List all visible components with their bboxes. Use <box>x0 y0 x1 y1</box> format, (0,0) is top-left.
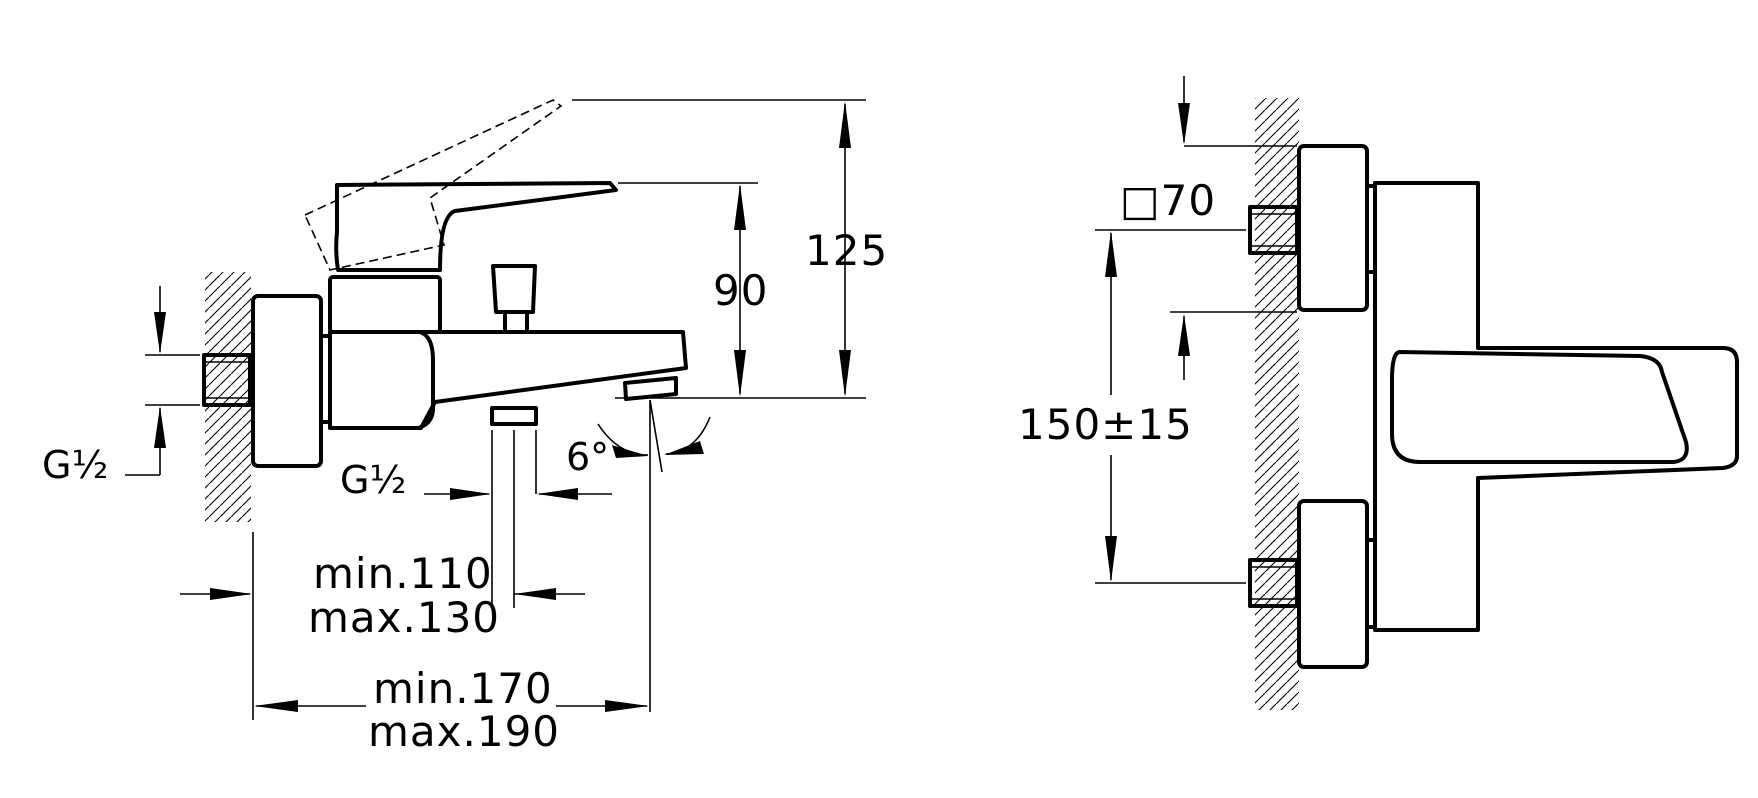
rosette-lower <box>1297 499 1369 669</box>
rosette-side <box>251 294 323 468</box>
outlet-nipple <box>490 406 538 426</box>
front-view: □70 150±15 <box>1018 76 1739 710</box>
dim-height-spout: 90 <box>713 266 768 315</box>
rosette-size-label: □70 <box>1120 176 1216 225</box>
side-view: 125 90 G½ G½ 6° <box>42 99 888 756</box>
wall-hatch-right <box>1255 98 1299 710</box>
projection-max-label: max.190 <box>368 707 560 756</box>
lever-front <box>1390 350 1689 464</box>
depth-min-label: min.110 <box>313 549 493 598</box>
center-distance-label: 150±15 <box>1018 400 1193 449</box>
cartridge-cap <box>328 275 442 334</box>
inlet-connector <box>202 353 252 407</box>
dim-height-total: 125 <box>805 226 888 275</box>
thread-outlet-label: G½ <box>340 458 406 502</box>
lever-closed <box>334 181 618 272</box>
spout-angle-label: 6° <box>566 435 609 479</box>
thread-inlet-label: G½ <box>42 443 108 487</box>
diverter-knob <box>491 264 537 314</box>
wall-hatch-left <box>205 272 251 522</box>
spout-tip <box>623 376 678 401</box>
rosette-upper <box>1297 144 1369 312</box>
depth-max-label: max.130 <box>308 593 500 642</box>
projection-min-label: min.170 <box>373 664 553 713</box>
mixer-body-side <box>328 330 688 430</box>
lever-open-dashed <box>303 99 563 271</box>
mixer-body-front <box>1373 181 1739 632</box>
